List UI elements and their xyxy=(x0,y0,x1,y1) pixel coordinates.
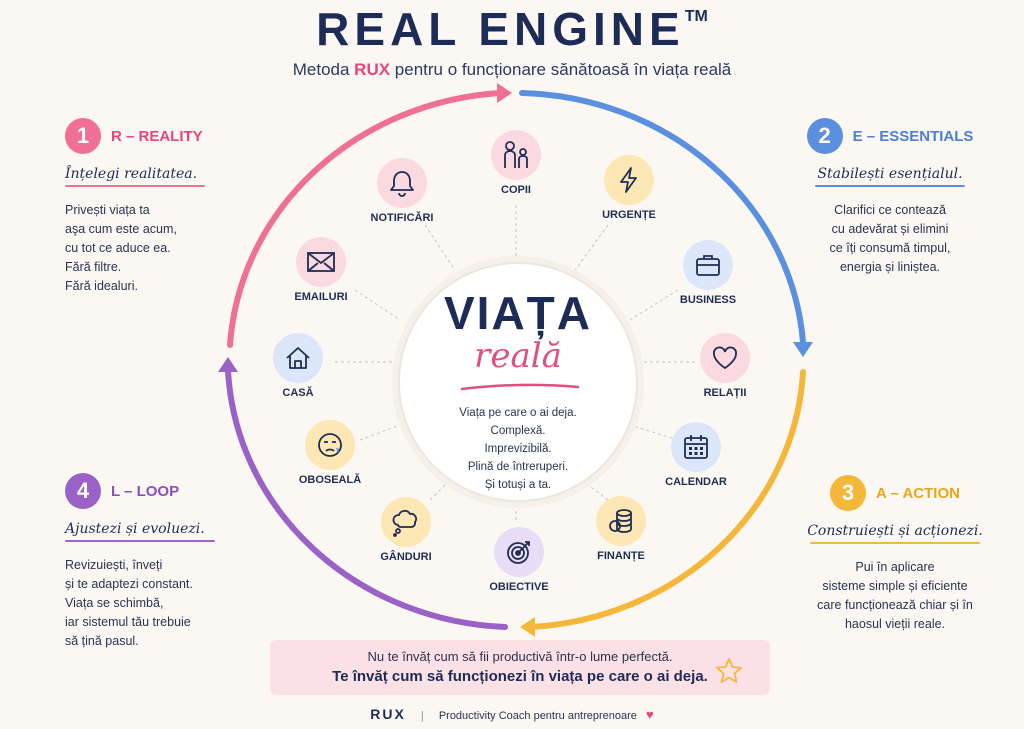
tagline-underline xyxy=(810,542,980,544)
envelope-icon xyxy=(296,237,346,287)
step-label: R – REALITY xyxy=(111,127,203,145)
node-urgente: URGENȚE xyxy=(599,155,659,221)
step-tagline: Înțelegi realitatea. xyxy=(65,166,198,182)
step-text: Privești viața ta aşa cum este acum, cu … xyxy=(65,203,177,293)
node-oboseala: OBOSEALĂ xyxy=(299,420,361,486)
target-icon xyxy=(494,527,544,577)
node-calendar: CALENDAR xyxy=(665,422,727,488)
step-number: 4 xyxy=(65,473,101,509)
node-obiective: OBIECTIVE xyxy=(489,527,549,593)
node-casa: CASĂ xyxy=(268,333,328,399)
banner-line-2: Te învăț cum să funcționezi în viața pe … xyxy=(332,668,708,685)
tagline-underline xyxy=(65,540,215,542)
step-action: 3 A – ACTION Construiești și acționezi. P… xyxy=(790,475,1000,634)
node-business: BUSINESS xyxy=(678,240,738,306)
step-text: Clarifici ce contează cu adevărat și eli… xyxy=(829,203,951,274)
house-icon xyxy=(273,333,323,383)
step-tagline: Ajustezi și evoluezi. xyxy=(65,521,205,537)
node-ganduri: GÂNDURI xyxy=(376,497,436,563)
step-tagline: Stabilești esențialul. xyxy=(817,166,963,182)
quote-banner: Nu te învăț cum să fii productivă într-o… xyxy=(270,640,770,695)
step-tagline: Construiești și acționezi. xyxy=(807,523,983,539)
step-text: Pui în aplicare sisteme simple și eficie… xyxy=(817,560,973,631)
bell-icon xyxy=(377,158,427,208)
banner-line-1: Nu te învăț cum să fii productivă într-o… xyxy=(367,649,673,664)
page-subtitle: Metoda RUX pentru o funcționare sănătoas… xyxy=(292,60,732,79)
step-reality: 1 R – REALITY Înțelegi realitatea. Priveș… xyxy=(65,118,255,296)
star-icon xyxy=(716,658,742,683)
lightning-icon xyxy=(604,155,654,205)
coins-icon xyxy=(596,496,646,546)
step-text: Revizuiești, înveți și te adaptezi const… xyxy=(65,558,193,648)
step-loop: 4 L – LOOP Ajustezi și evoluezi. Revizuie… xyxy=(65,473,255,651)
center-circle: VIAȚA reală Viața pe care o ai deja. Com… xyxy=(398,262,638,502)
thought-cloud-icon xyxy=(381,497,431,547)
step-essentials: 2 E – ESSENTIALS Stabilești esențialul. C… xyxy=(785,118,995,277)
node-copii: COPII xyxy=(486,130,546,196)
page-title: REAL ENGINETM xyxy=(316,3,708,55)
step-number: 3 xyxy=(830,475,867,511)
calendar-icon xyxy=(671,422,721,472)
footer-separator: | xyxy=(420,710,424,722)
step-label: E – ESSENTIALS xyxy=(852,127,974,145)
footer: RUX | Productivity Coach pentru antrepre… xyxy=(0,706,1024,722)
center-script: reală xyxy=(474,336,562,376)
node-relatii: RELAȚII xyxy=(695,333,755,399)
node-notificari: NOTIFICĂRI xyxy=(371,158,433,224)
node-emailuri: EMAILURI xyxy=(291,237,351,303)
step-number: 2 xyxy=(806,118,843,154)
heart-icon xyxy=(700,333,750,383)
heart-icon: ♥ xyxy=(646,707,654,722)
briefcase-icon xyxy=(683,240,733,290)
center-underline xyxy=(460,383,580,391)
tired-face-icon xyxy=(305,420,355,470)
footer-brand: RUX xyxy=(370,706,406,722)
footer-role: Productivity Coach pentru antreprenoare xyxy=(438,710,637,722)
center-text: Viața pe care o ai deja. Complexă. Impre… xyxy=(459,407,577,491)
children-icon xyxy=(491,130,541,180)
tagline-underline xyxy=(815,185,965,187)
step-label: L – LOOP xyxy=(111,482,180,500)
center-title: VIAȚA xyxy=(444,287,592,339)
node-finante: FINANȚE xyxy=(591,496,651,562)
tagline-underline xyxy=(65,185,205,187)
step-label: A – ACTION xyxy=(876,484,960,502)
step-number: 1 xyxy=(65,118,101,154)
